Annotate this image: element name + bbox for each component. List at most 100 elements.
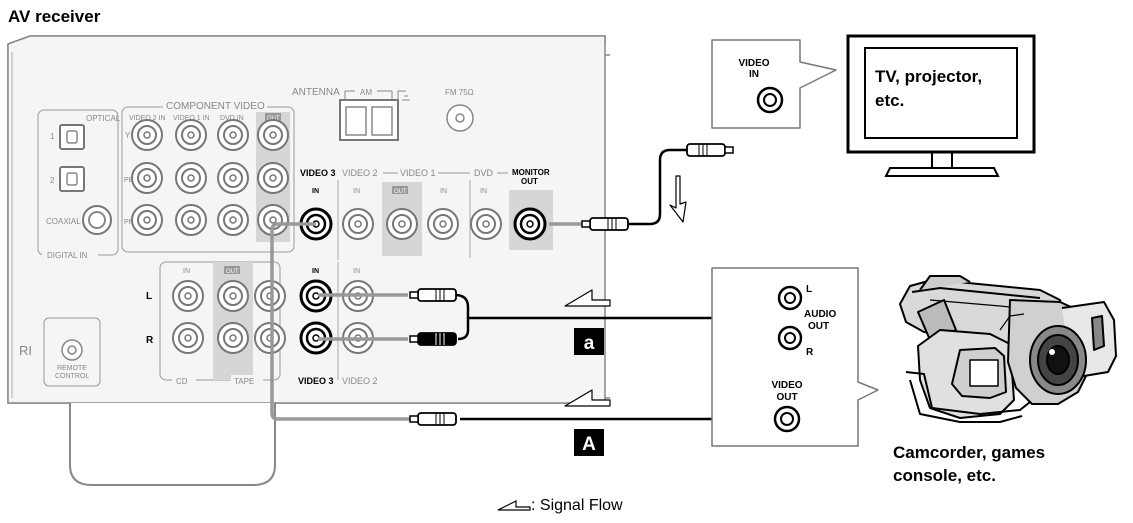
video1-in-jack	[427, 208, 459, 240]
cam-audio-out-label: OUT	[808, 321, 829, 332]
signal-flow-arrows	[564, 175, 687, 407]
tv-plug	[686, 143, 734, 157]
component-out-label: OUT	[267, 116, 280, 122]
tv-video-in-jack	[758, 141, 772, 159]
antenna-label: ANTENNA	[292, 87, 340, 98]
video1-out-tag: OUT	[394, 189, 407, 195]
video-signal-arrow	[564, 389, 611, 407]
monitor-label: MONITOR	[512, 168, 550, 177]
video1-in-label: VIDEO 1 IN	[173, 115, 210, 122]
dvd-in-label: DVD IN	[220, 115, 244, 122]
video2-in-top-label: IN	[353, 188, 360, 195]
legend: : Signal Flow	[497, 497, 623, 514]
tape-out-r-jack	[217, 322, 249, 354]
row-pr-label: PR	[124, 219, 134, 226]
video1-in-top-label: IN	[440, 188, 447, 195]
legend-arrow-icon	[497, 500, 531, 511]
component-jack-3-1	[257, 162, 289, 194]
fm-label: FM 75Ω	[445, 88, 474, 97]
video3-audio-l-jack	[299, 279, 333, 313]
row-y-label: Y	[125, 131, 131, 140]
tv-input-callout	[711, 39, 837, 129]
component-jacks	[131, 119, 289, 236]
tv: VIDEO IN TV, projector, etc.	[711, 34, 1036, 177]
video3-top-label: VIDEO 3	[300, 168, 336, 178]
monitor-out-jack	[513, 207, 547, 241]
diagram-title: AV receiver	[8, 7, 101, 26]
video-plug-receiver	[409, 412, 457, 426]
tv-label-2: etc.	[875, 91, 904, 110]
dvd-top-label: DVD	[474, 168, 494, 178]
video1-out-jack	[386, 208, 418, 240]
cd-in-label: IN	[183, 268, 190, 275]
audio-marker	[574, 328, 604, 355]
video3-in-label: IN	[312, 188, 319, 195]
camcorder-illustration	[899, 275, 1117, 423]
component-jack-2-0	[217, 119, 249, 151]
component-jack-1-2	[175, 204, 207, 236]
receiver-foot	[69, 403, 276, 486]
dvd-in-top-label: IN	[480, 188, 487, 195]
ri-symbol: RI	[19, 343, 32, 358]
camcorder-label-2: console, etc.	[893, 466, 996, 485]
optical-2-label: 2	[50, 176, 55, 185]
audio-r-plug-receiver	[409, 332, 457, 346]
av-receiver: OPTICAL 1 2 COAXIAL DIGITAL IN COMPONENT…	[7, 35, 610, 486]
audio-r-label: R	[146, 335, 154, 346]
tv-video-label: VIDEO	[738, 58, 769, 69]
cd-r-jack	[172, 322, 204, 354]
component-jack-2-1	[217, 162, 249, 194]
digital-in-label: DIGITAL IN	[47, 251, 88, 260]
video-cable-gray	[270, 222, 410, 421]
audio-marker-label: a	[584, 333, 595, 354]
video2-in-jack	[342, 208, 374, 240]
video-marker	[574, 429, 604, 456]
audio-l-plug-receiver	[409, 288, 457, 302]
monitor-cable	[625, 148, 725, 226]
component-jack-1-1	[175, 162, 207, 194]
row-pb-label: PB	[124, 177, 134, 184]
tape-in-l-jack	[254, 280, 286, 312]
remote-label-2: CONTROL	[55, 373, 89, 380]
video1-top-label: VIDEO 1	[400, 168, 436, 178]
tv-in-label: IN	[749, 69, 759, 80]
component-jack-1-0	[175, 119, 207, 151]
video2-in-label: VIDEO 2 IN	[129, 115, 166, 122]
cam-r-label: R	[806, 347, 814, 358]
cd-l-jack	[172, 280, 204, 312]
camcorder-label-1: Camcorder, games	[893, 443, 1045, 462]
am-label: AM	[360, 88, 372, 97]
coaxial-label: COAXIAL	[46, 217, 81, 226]
video2-bottom-label: VIDEO 2	[342, 376, 378, 386]
video3-audio-in-label: IN	[312, 268, 319, 275]
cam-video-out-label: OUT	[776, 392, 797, 403]
tape-out-tag: OUT	[226, 269, 239, 275]
camcorder-output-callout	[711, 267, 879, 447]
cam-l-label: L	[806, 284, 812, 295]
component-jack-0-1	[131, 162, 163, 194]
monitor-out-label: OUT	[521, 177, 538, 186]
component-video-label: COMPONENT VIDEO	[166, 101, 265, 112]
legend-text: : Signal Flow	[531, 497, 623, 514]
tape-out-l-jack	[217, 280, 249, 312]
video2-top-label: VIDEO 2	[342, 168, 378, 178]
monitor-plug	[581, 217, 629, 231]
camcorder: L AUDIO OUT R VIDEO OUT	[711, 267, 1117, 485]
tape-label: TAPE	[234, 377, 254, 386]
cam-video-label: VIDEO	[771, 380, 802, 391]
tv-screen	[864, 47, 1018, 139]
tape-in-r-jack	[254, 322, 286, 354]
cd-label: CD	[176, 377, 188, 386]
tv-label-1: TV, projector,	[875, 67, 982, 86]
cables	[270, 148, 736, 421]
optical-label: OPTICAL	[86, 114, 121, 123]
audio-l-label: L	[146, 291, 152, 302]
video-marker-label: A	[582, 434, 596, 455]
remote-label-1: REMOTE	[57, 365, 87, 372]
component-jack-0-0	[131, 119, 163, 151]
markers: a A	[574, 328, 604, 456]
optical-1-label: 1	[50, 132, 55, 141]
component-jack-0-2	[131, 204, 163, 236]
audio-signal-arrow	[564, 289, 611, 307]
